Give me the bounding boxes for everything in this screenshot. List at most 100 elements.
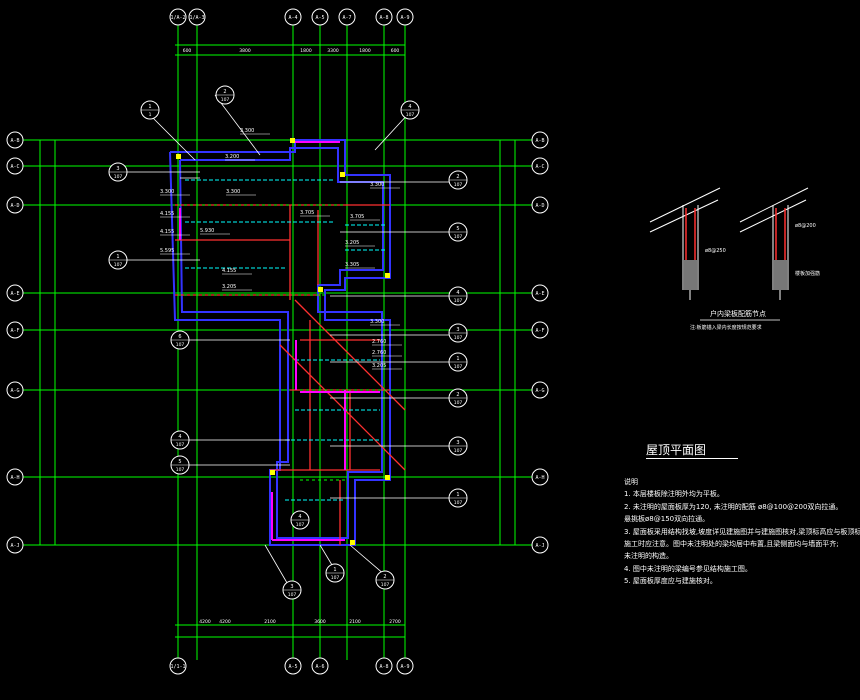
axis-bubble: A-B — [6, 131, 24, 149]
svg-text:A-H: A-H — [535, 475, 544, 481]
elevation-label: 3.205 — [222, 284, 236, 290]
svg-text:107: 107 — [454, 364, 463, 370]
axis-bubble: A-7 — [338, 8, 356, 26]
detail-section: 户内梁板配筋节点 注:板筋锚入梁内长度按规范要求 ø8@250 ø8@200 楼… — [649, 187, 820, 331]
axis-bubble: A-9 — [396, 657, 414, 675]
svg-text:A-J: A-J — [10, 543, 19, 549]
axis-bubble: A-J — [531, 536, 549, 554]
elevation-label: 3.705 — [300, 210, 314, 216]
svg-text:A-8: A-8 — [379, 15, 388, 21]
dimension-text: 600 — [183, 48, 192, 54]
svg-text:1: 1 — [456, 492, 459, 498]
elevation-label: 3.205 — [372, 363, 386, 369]
svg-text:107: 107 — [454, 400, 463, 406]
elevation-label: 3.300 — [226, 189, 240, 195]
svg-text:A-9: A-9 — [400, 664, 409, 670]
svg-text:1: 1 — [148, 104, 151, 110]
detail-callouts: 1121074107310711072107510741073107110721… — [108, 85, 468, 600]
svg-text:107: 107 — [454, 298, 463, 304]
detail-note: 注:板筋锚入梁内长度按规范要求 — [690, 324, 762, 331]
note-line: 悬挑板ø8@150双向拉通。 — [624, 515, 710, 524]
svg-text:6: 6 — [178, 334, 181, 340]
callout-bubble: 11 — [140, 100, 160, 120]
elevation-label: 5.930 — [200, 228, 214, 234]
svg-text:1: 1 — [456, 356, 459, 362]
axis-bubble: A-C — [6, 157, 24, 175]
svg-text:107: 107 — [454, 234, 463, 240]
dimension-text: 4200 — [219, 619, 231, 625]
svg-text:A-B: A-B — [535, 138, 544, 144]
svg-text:1: 1 — [149, 112, 152, 118]
elevation-label: 5.595 — [160, 248, 174, 254]
leader-lines — [120, 94, 450, 589]
svg-text:1/A-3: 1/A-3 — [189, 15, 204, 21]
svg-text:A-C: A-C — [535, 164, 544, 170]
svg-text:107: 107 — [331, 575, 340, 581]
axis-bubble: A-D — [6, 196, 24, 214]
dimension-text: 4200 — [199, 619, 211, 625]
elevation-label: 3.305 — [345, 262, 359, 268]
dimension-text: 2100 — [264, 619, 276, 625]
svg-text:107: 107 — [176, 342, 185, 348]
svg-text:1/1-1: 1/1-1 — [170, 664, 185, 670]
dimension-text: 3600 — [314, 619, 326, 625]
detail-label-a: ø8@250 — [705, 248, 726, 254]
axis-bubble: A-J — [6, 536, 24, 554]
dimension-text: 600 — [391, 48, 400, 54]
svg-text:3: 3 — [116, 166, 119, 172]
axis-bubble: A-8 — [375, 657, 393, 675]
axis-bubble: A-C — [531, 157, 549, 175]
svg-text:107: 107 — [454, 335, 463, 341]
elevation-label: 2.760 — [372, 339, 386, 345]
axis-bubble: A-5 — [311, 8, 329, 26]
svg-text:107: 107 — [221, 97, 230, 103]
axis-bubble: 1/A-2 — [169, 8, 187, 26]
drawing-title: 屋顶平面图 — [646, 443, 707, 457]
svg-text:107: 107 — [176, 442, 185, 448]
slab-edges — [185, 179, 385, 501]
svg-text:107: 107 — [454, 182, 463, 188]
note-line: 2. 未注明的屋面板厚为120, 未注明的配筋 ø8@100@200双向拉通。 — [624, 502, 843, 511]
svg-text:107: 107 — [288, 592, 297, 598]
axis-bubble: A-9 — [396, 8, 414, 26]
svg-text:A-H: A-H — [10, 475, 19, 481]
elevation-label: 3.300 — [160, 189, 174, 195]
svg-text:1: 1 — [116, 254, 119, 260]
svg-text:A-F: A-F — [535, 328, 544, 334]
svg-text:A-C: A-C — [10, 164, 19, 170]
elevation-label: 4.155 — [160, 229, 174, 235]
svg-text:107: 107 — [406, 112, 415, 118]
svg-text:A-J: A-J — [535, 543, 544, 549]
svg-text:2: 2 — [383, 574, 386, 580]
dimension-text: 3300 — [327, 48, 339, 54]
axis-bubble: A-E — [531, 284, 549, 302]
svg-text:5: 5 — [178, 459, 181, 465]
axis-bubble: A-6 — [311, 657, 329, 675]
svg-text:A-E: A-E — [535, 291, 544, 297]
svg-text:2: 2 — [456, 392, 459, 398]
axis-bubble: A-4 — [284, 8, 302, 26]
axis-bubble: A-D — [531, 196, 549, 214]
svg-text:A-F: A-F — [10, 328, 19, 334]
svg-text:107: 107 — [114, 174, 123, 180]
elevation-label: 3.300 — [370, 182, 384, 188]
elevation-label: 3.300 — [240, 128, 254, 134]
svg-text:107: 107 — [176, 467, 185, 473]
note-line: 5. 屋面板厚度应与建施核对。 — [624, 577, 717, 586]
dimension-lines — [39, 44, 516, 638]
dimension-text: 2100 — [349, 619, 361, 625]
svg-text:A-7: A-7 — [342, 15, 351, 21]
